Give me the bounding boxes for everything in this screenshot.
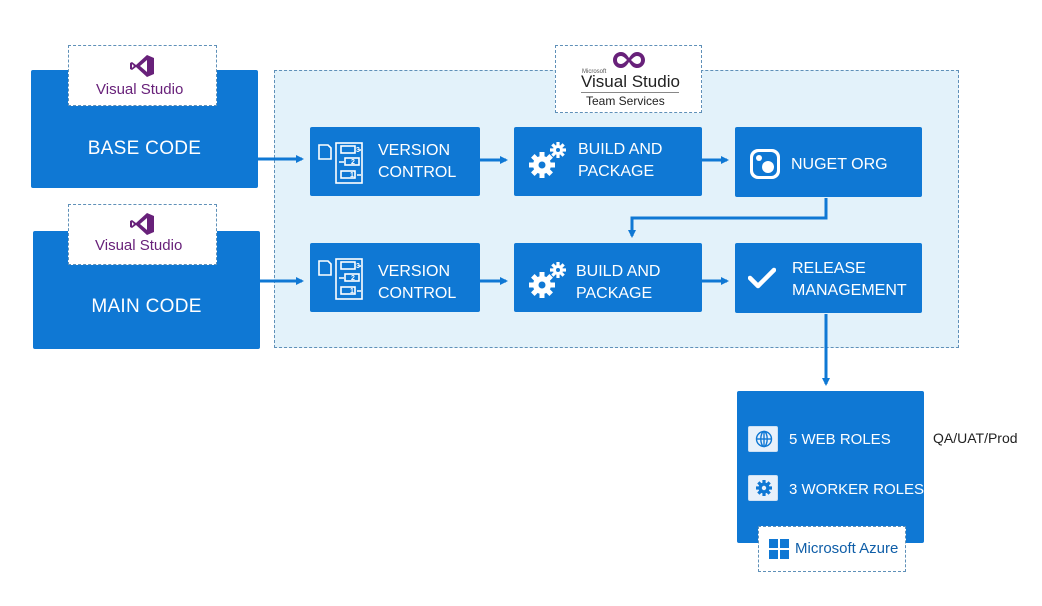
version-control-label-2b: CONTROL <box>378 285 457 302</box>
main-code-label: MAIN CODE <box>91 296 202 317</box>
visual-studio-icon <box>130 55 154 77</box>
build-label-1b: PACKAGE <box>578 163 655 180</box>
vsts-subtitle: Team Services <box>586 94 665 108</box>
vsts-title: Visual Studio <box>581 72 680 91</box>
gears-icon <box>529 142 566 178</box>
nuget-icon <box>750 149 780 179</box>
azure-deployment-box: 5 WEB ROLES 3 WORKER ROLES <box>737 391 924 543</box>
versions-icon: 32 1 <box>318 258 363 300</box>
gear-icon <box>756 480 772 496</box>
svg-text:1: 1 <box>350 172 354 179</box>
visual-studio-icon <box>130 213 154 235</box>
svg-text:3: 3 <box>356 263 360 270</box>
checkmark-icon <box>748 267 776 289</box>
team-services-icon <box>613 52 645 68</box>
worker-roles-label: 3 WORKER ROLES <box>789 481 925 498</box>
version-control-label-1b: CONTROL <box>378 164 457 181</box>
web-role-icon-tile <box>748 426 778 452</box>
svg-text:2: 2 <box>351 159 355 166</box>
globe-icon <box>755 430 773 448</box>
vsts-brand: Microsoft <box>582 69 607 75</box>
build-label-2a: BUILD AND <box>576 263 661 280</box>
build-label-2b: PACKAGE <box>576 285 653 302</box>
build-step-2: BUILD AND PACKAGE <box>514 243 702 312</box>
azure-logo-text: Microsoft Azure <box>795 540 899 557</box>
nuget-label: NUGET ORG <box>791 156 888 173</box>
base-vs-logo: Visual Studio <box>68 45 217 106</box>
arrow-nuget-to-build-2 <box>628 198 828 238</box>
version-control-label-2a: VERSION <box>378 263 451 280</box>
build-step-1: BUILD AND PACKAGE <box>514 127 702 196</box>
version-control-label-1a: VERSION <box>378 142 451 159</box>
release-label-b: MANAGEMENT <box>792 282 907 299</box>
svg-text:3: 3 <box>356 147 360 154</box>
worker-role-icon-tile <box>748 475 778 501</box>
vsts-divider <box>581 92 679 93</box>
windows-icon <box>769 539 789 559</box>
versions-icon: 32 1 <box>318 142 363 184</box>
environments-label: QA/UAT/Prod <box>933 430 1018 446</box>
azure-logo: Microsoft Azure <box>758 526 906 572</box>
nuget-step: NUGET ORG <box>735 127 922 197</box>
svg-text:1: 1 <box>350 288 354 295</box>
gears-icon <box>529 262 566 298</box>
base-vs-logo-text: Visual Studio <box>96 81 184 98</box>
main-vs-logo-text: Visual Studio <box>95 237 183 254</box>
build-label-1a: BUILD AND <box>578 141 663 158</box>
web-roles-label: 5 WEB ROLES <box>789 431 891 448</box>
release-management-step: RELEASE MANAGEMENT <box>735 243 922 313</box>
vsts-logo: Microsoft Visual Studio Team Services <box>555 45 702 113</box>
release-label-a: RELEASE <box>792 260 866 277</box>
base-code-label: BASE CODE <box>87 138 202 159</box>
main-vs-logo: Visual Studio <box>68 204 217 265</box>
svg-text:2: 2 <box>351 275 355 282</box>
